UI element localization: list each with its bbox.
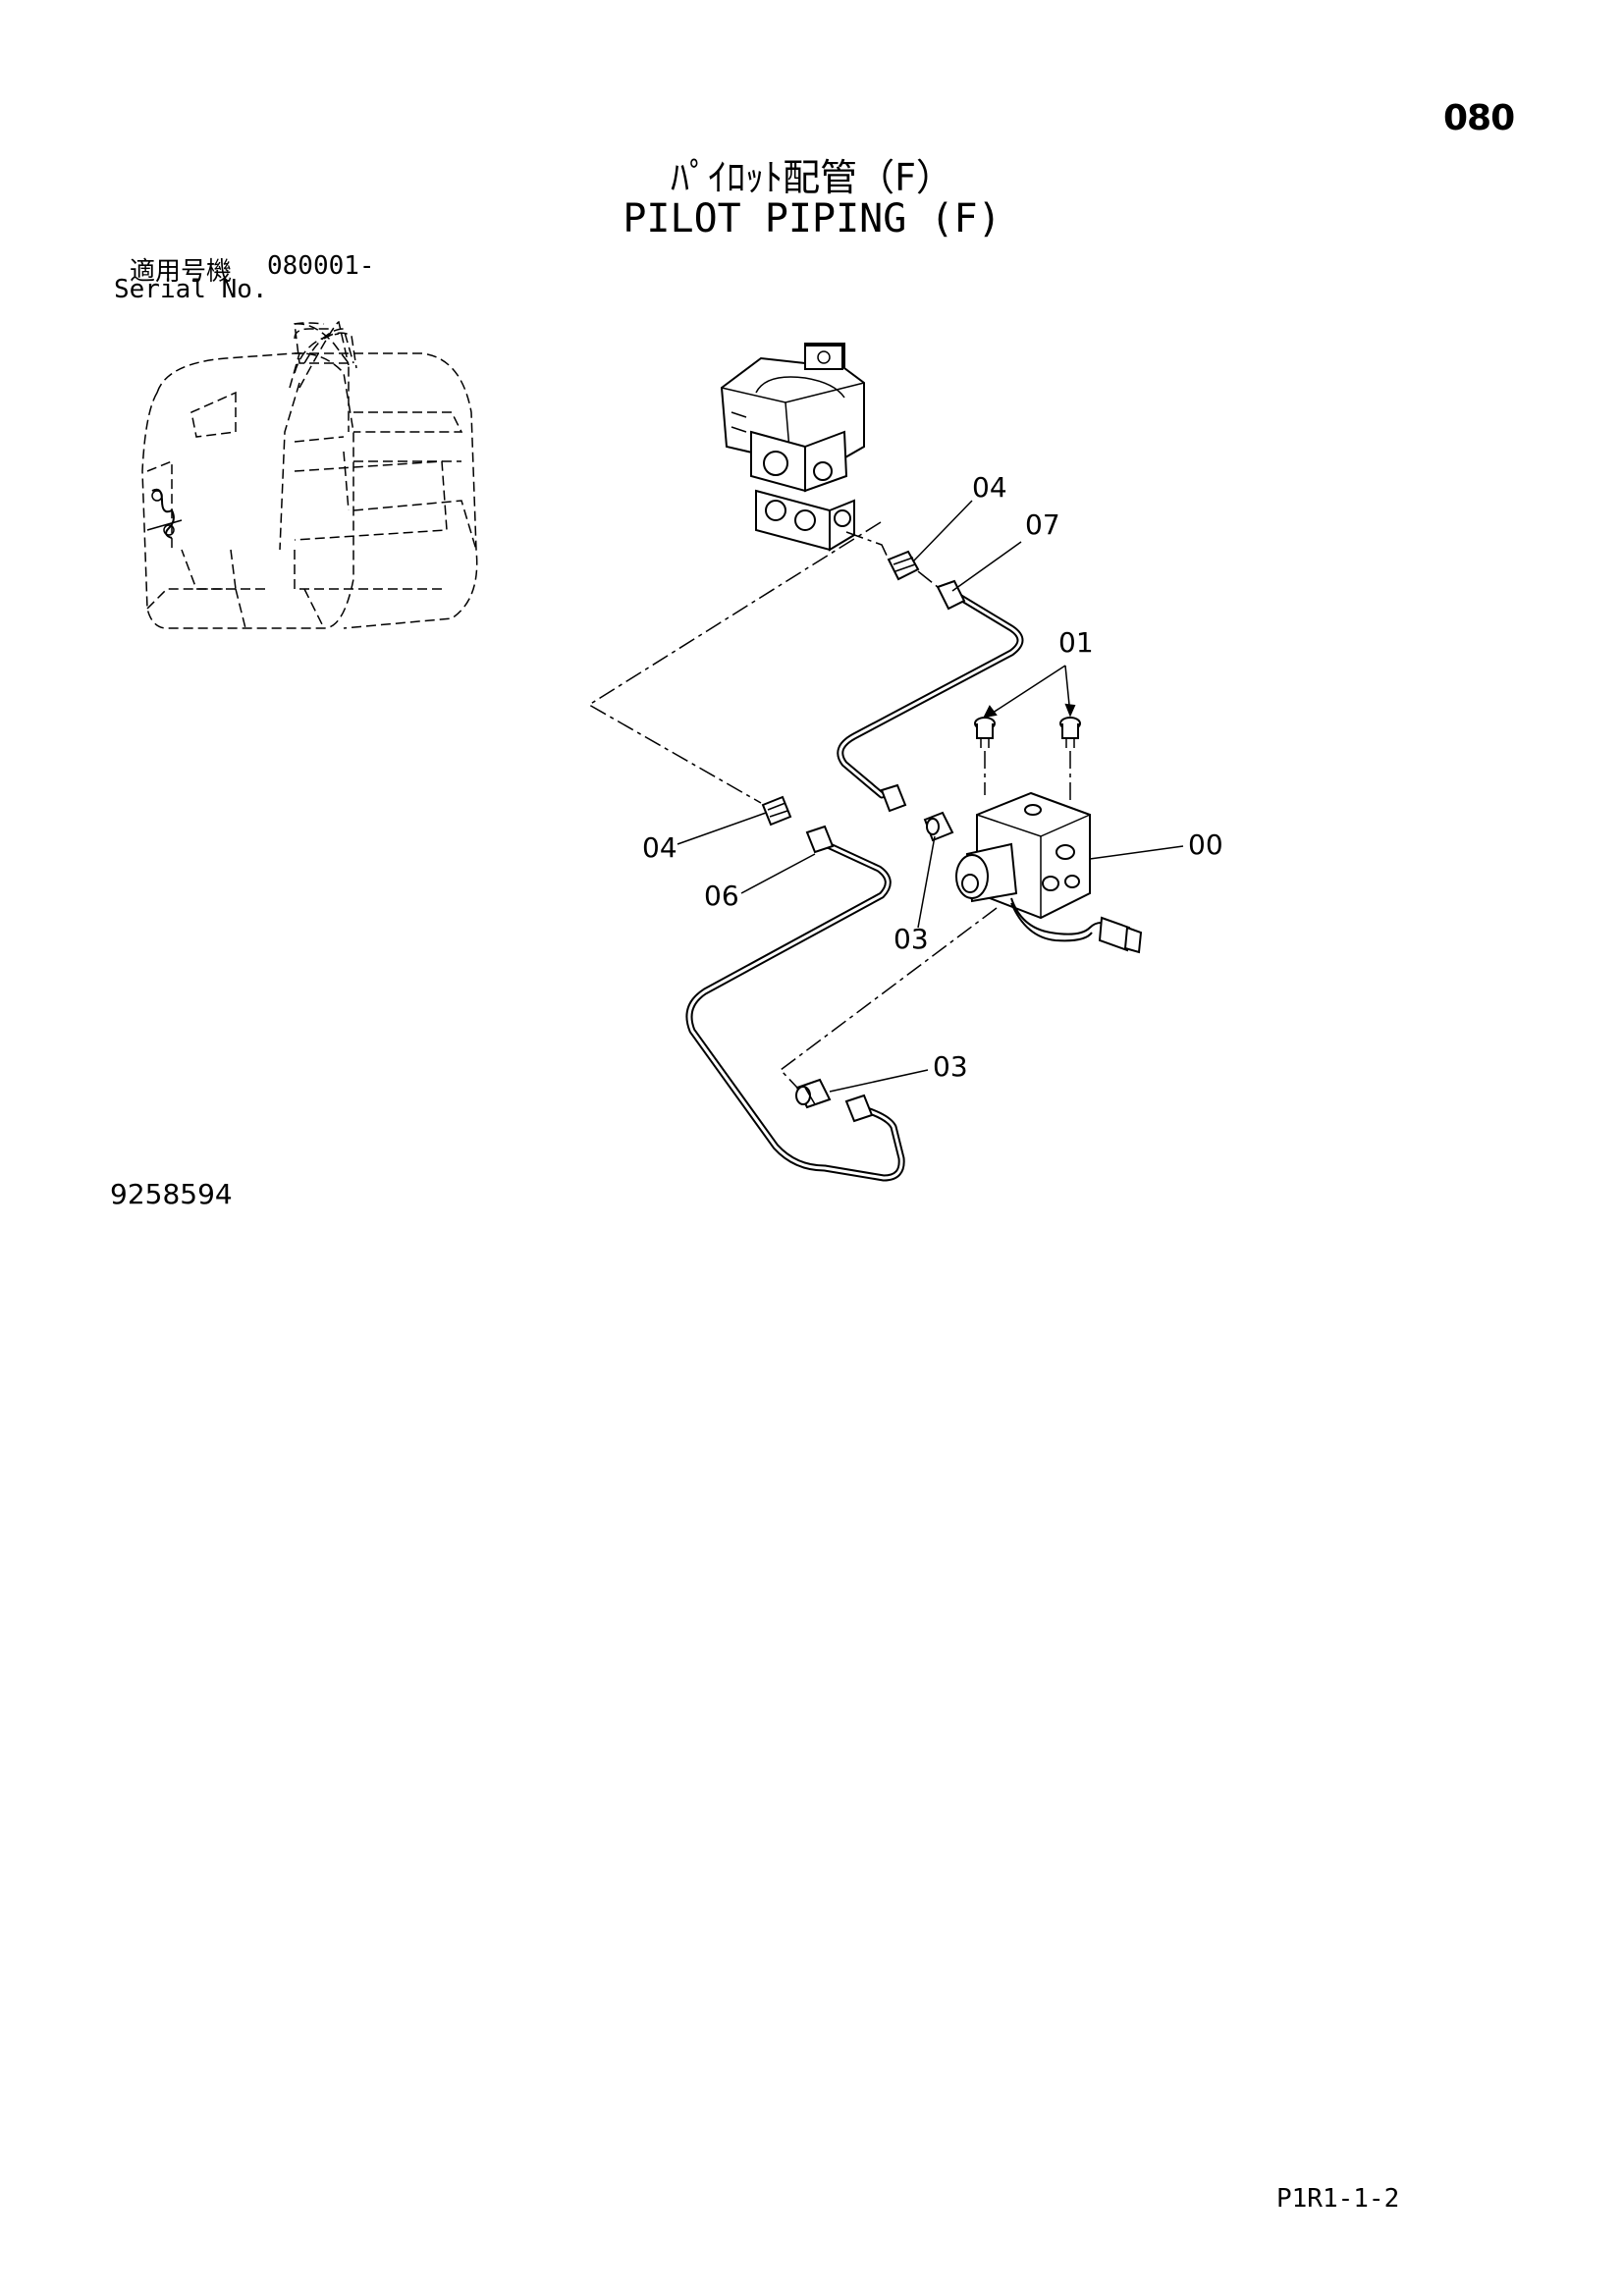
footer-code: P1R1-1-2 (1276, 2184, 1400, 2214)
figure-number: 9258594 (110, 1178, 233, 1210)
adapter-03-middle (923, 811, 954, 842)
callout-04-lower: 04 (642, 831, 677, 864)
assembly-center-lines (587, 521, 998, 1089)
pipe-06 (685, 825, 905, 1182)
callout-06: 06 (704, 880, 739, 912)
adapter-04-upper (887, 550, 920, 581)
callout-03-middle: 03 (893, 923, 929, 955)
serial-label-japanese: 適用号機 (130, 257, 233, 287)
callout-04-upper: 04 (972, 471, 1007, 504)
solenoid-valve-block (955, 791, 1143, 954)
adapter-03-lower (795, 1078, 832, 1109)
serial-value: 080001- (267, 251, 375, 281)
serial-label-english: Serial No. (114, 275, 268, 304)
mounting-bolts (974, 717, 1081, 800)
callout-07: 07 (1025, 508, 1060, 541)
callout-00: 00 (1188, 828, 1223, 861)
callout-01: 01 (1058, 626, 1094, 659)
callout-leaders (677, 500, 1184, 1093)
pilot-valve-assembly (720, 343, 865, 552)
excavator-location-thumbnail (141, 320, 478, 629)
pipe-07 (837, 579, 1024, 813)
callout-03-lower: 03 (933, 1050, 968, 1083)
adapter-04-lower (761, 795, 792, 827)
title-english: PILOT PIPING (F) (623, 196, 1001, 241)
page-number: 080 (1443, 98, 1515, 138)
title-japanese: ﾊﾟｲﾛｯﾄ配管（F） (671, 156, 953, 199)
